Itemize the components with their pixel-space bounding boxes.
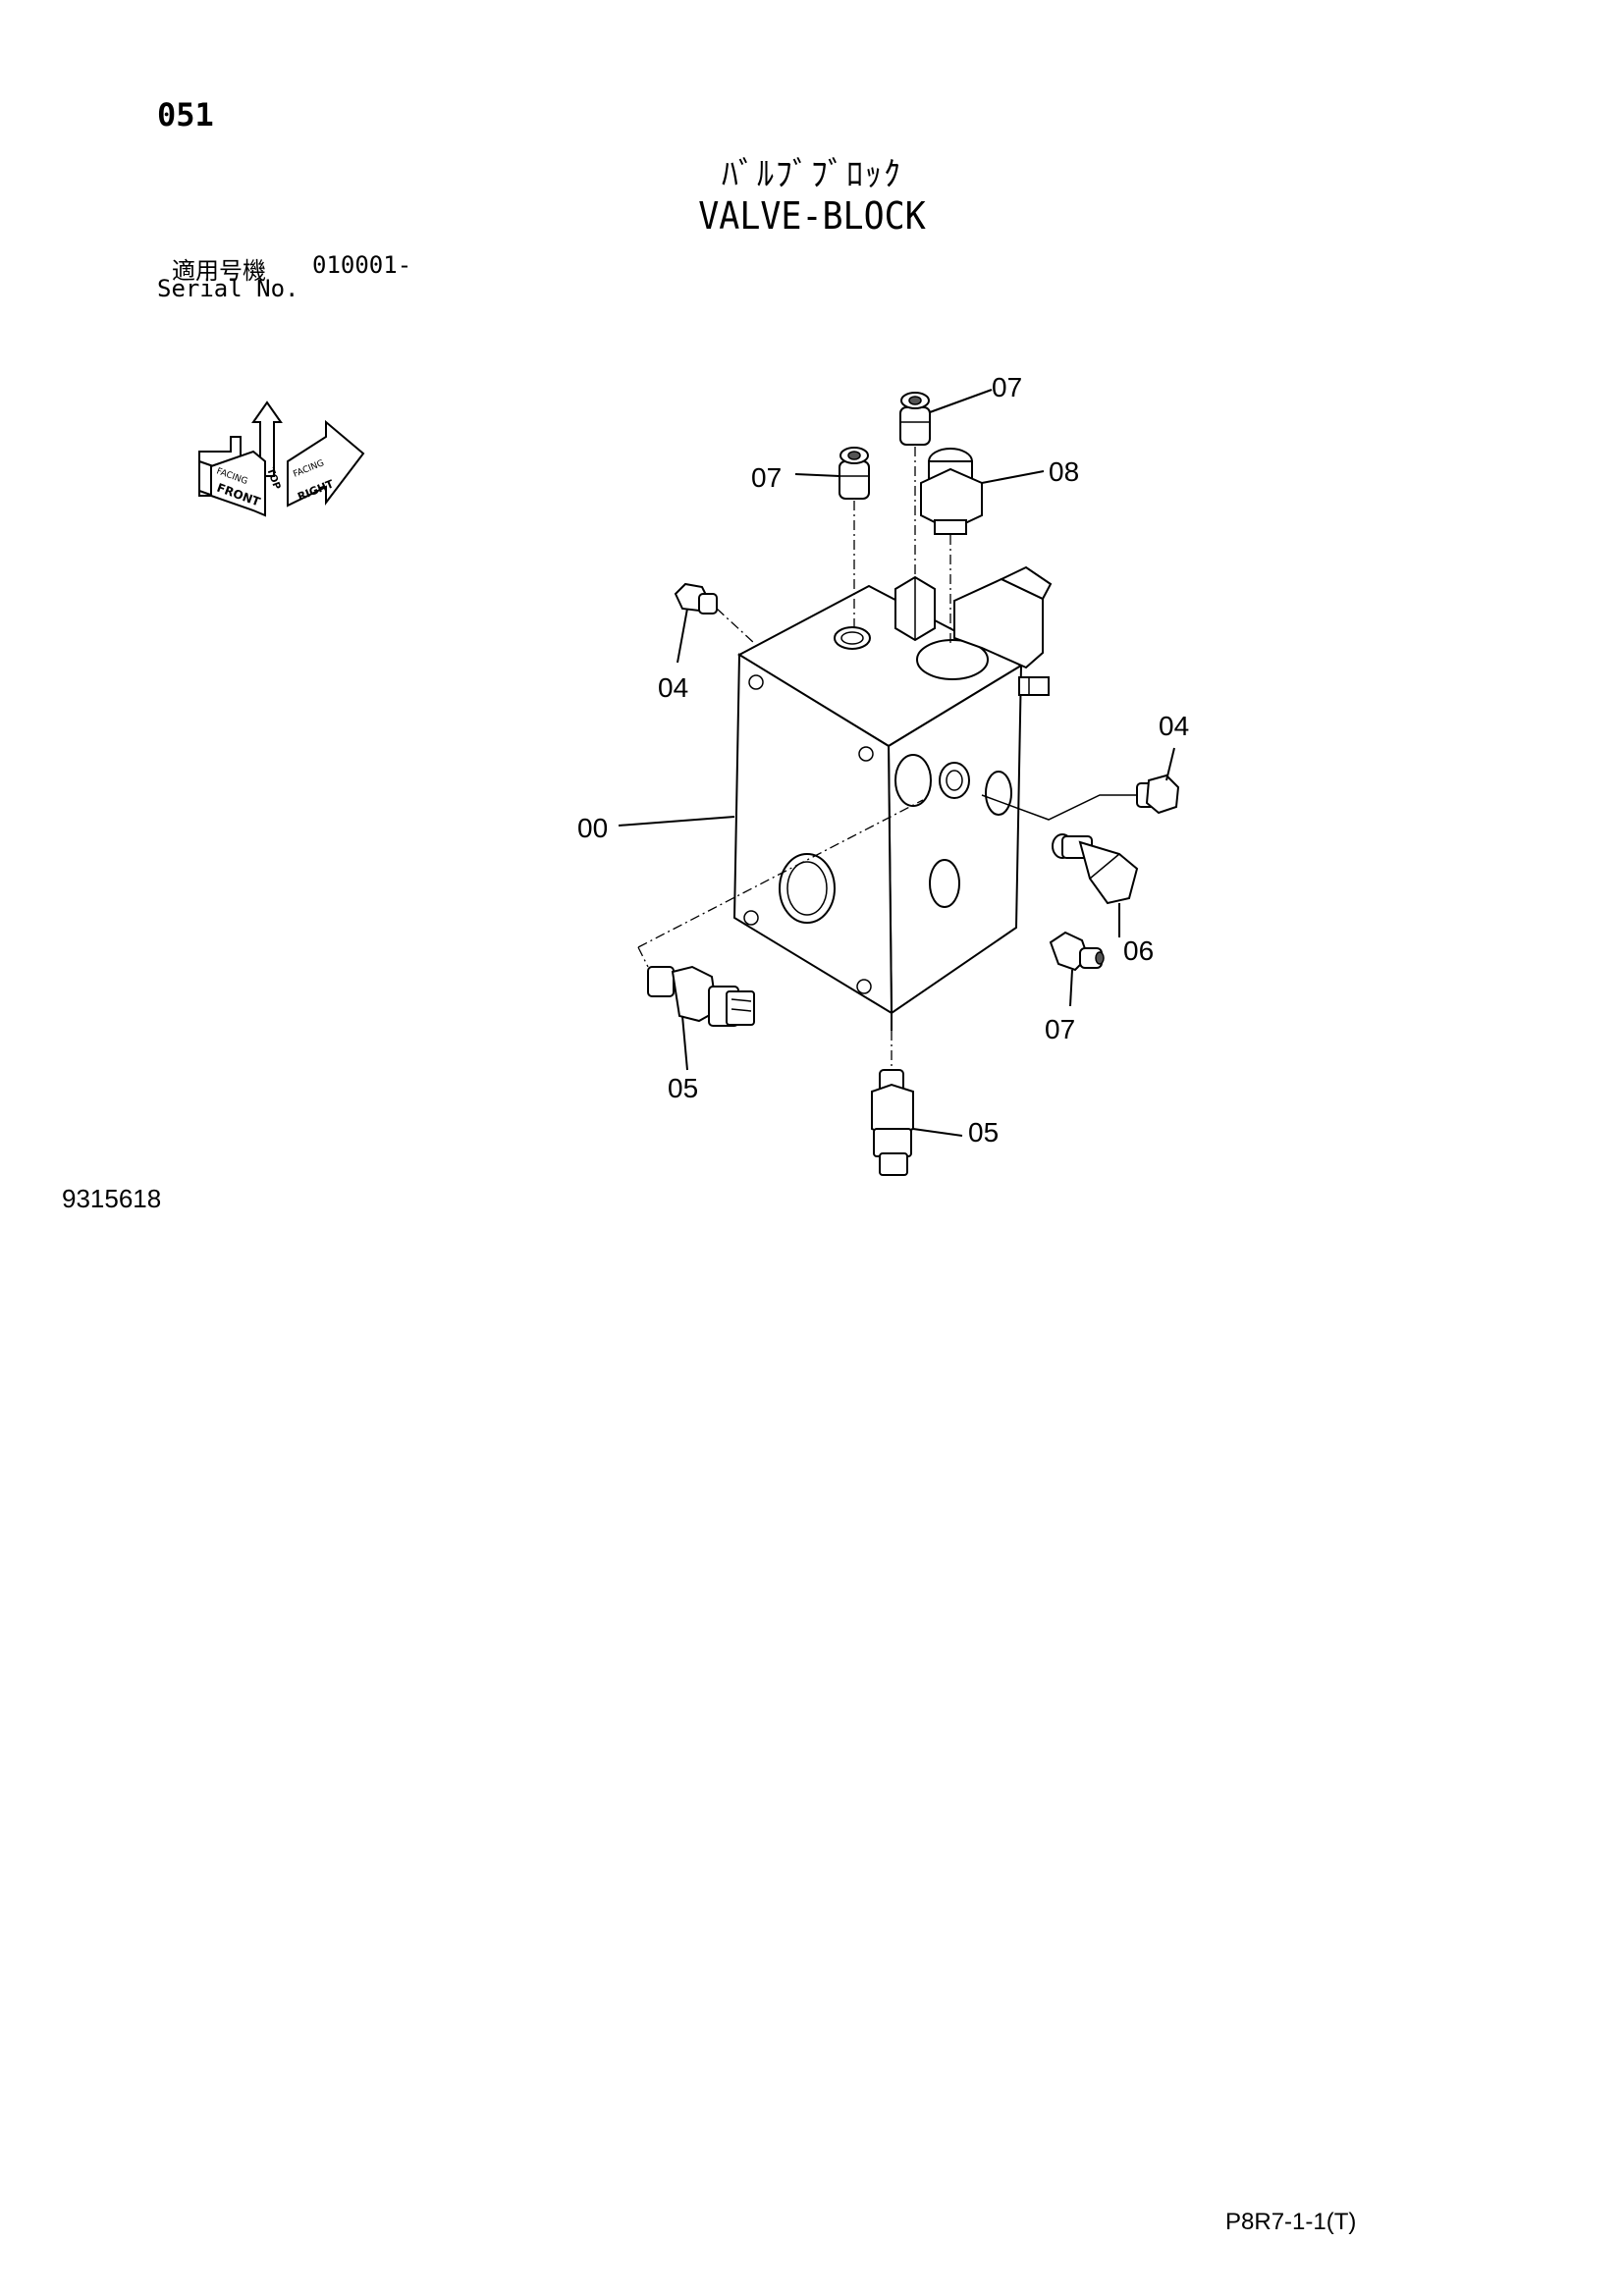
leader-lines bbox=[618, 389, 1175, 1137]
page-number: 051 bbox=[157, 96, 214, 133]
fitting-07-top-left bbox=[839, 447, 870, 628]
serial-value: 010001- bbox=[312, 251, 412, 279]
callout-08: 08 bbox=[1049, 456, 1079, 487]
title-japanese: ﾊﾞﾙﾌﾞﾌﾞﾛｯｸ bbox=[722, 155, 902, 194]
callout-07-bottom: 07 bbox=[1045, 1014, 1075, 1044]
page-code: P8R7-1-1(T) bbox=[1225, 2209, 1357, 2235]
serial-label-english: Serial No. bbox=[157, 275, 299, 302]
callout-04-left: 04 bbox=[658, 672, 688, 703]
callout-07-top-left: 07 bbox=[751, 462, 782, 493]
callout-05-bottom: 05 bbox=[968, 1117, 999, 1148]
serial-label-japanese: 適用号機 bbox=[172, 257, 266, 285]
sensor-05-bottom bbox=[871, 1031, 914, 1176]
fitting-07-bottom bbox=[1049, 931, 1105, 972]
plug-04-right bbox=[981, 774, 1180, 821]
sensor-05-left bbox=[637, 799, 924, 1027]
solenoid-unit bbox=[953, 565, 1053, 696]
elbow-fitting-06 bbox=[1052, 833, 1139, 905]
hex-fitting-top bbox=[894, 575, 936, 642]
callout-06: 06 bbox=[1123, 935, 1154, 966]
plug-04-left bbox=[674, 582, 755, 644]
fitting-08 bbox=[920, 448, 983, 643]
valve-block-body bbox=[732, 584, 1024, 1031]
orientation-icon: FRONT TOP RIGHT FACING FACING bbox=[198, 400, 365, 517]
title-english: VALVE-BLOCK bbox=[698, 194, 926, 238]
callout-04-right: 04 bbox=[1159, 711, 1189, 741]
drawing-number: 9315618 bbox=[62, 1184, 162, 1213]
orientation-label-top: TOP bbox=[264, 466, 282, 491]
callout-07-top-right: 07 bbox=[992, 372, 1022, 402]
callout-00: 00 bbox=[577, 813, 608, 843]
callout-05-left: 05 bbox=[668, 1073, 698, 1103]
fitting-07-top-right bbox=[899, 392, 931, 579]
